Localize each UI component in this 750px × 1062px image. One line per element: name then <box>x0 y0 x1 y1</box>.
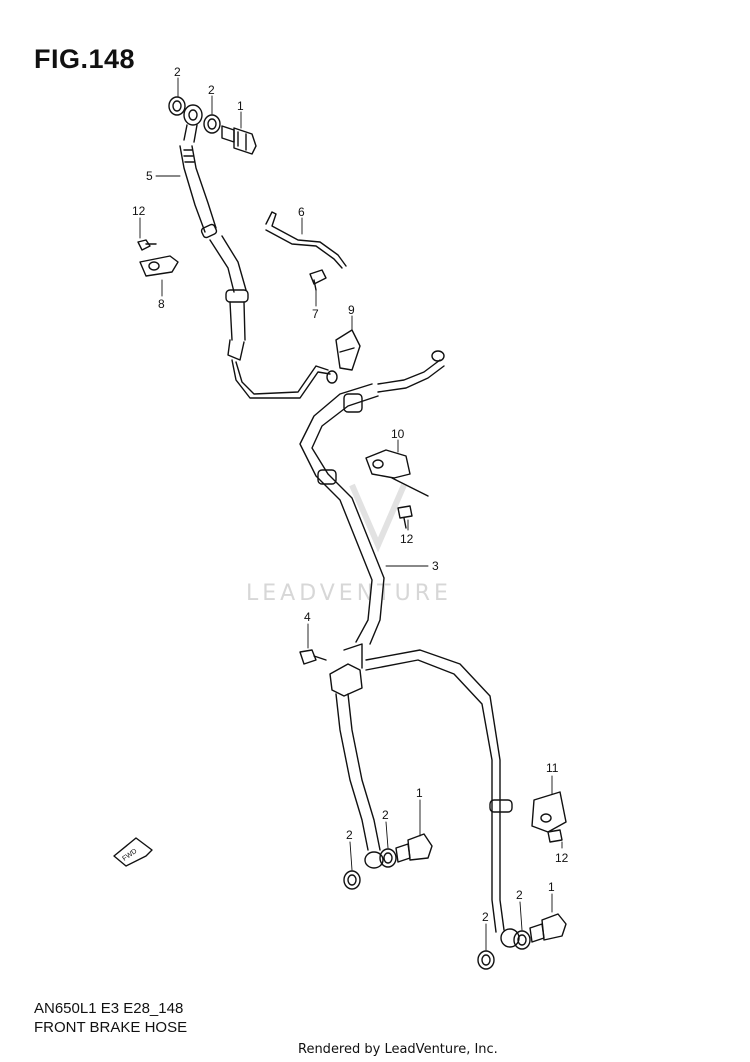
callout-c2b: 2 <box>208 83 215 97</box>
clamp-9 <box>335 329 361 371</box>
callout-leader-lines <box>139 77 563 951</box>
lower-right-banjo-bolt <box>529 913 567 943</box>
brake-hose-lower-right <box>365 649 520 948</box>
diagram-caption: FRONT BRAKE HOSE <box>34 1019 188 1036</box>
callout-c2f: 2 <box>482 910 489 924</box>
watermark-text: LEADVENTURE <box>246 581 452 606</box>
callout-c10: 10 <box>391 427 405 441</box>
bolt-7 <box>309 269 327 291</box>
figure-title: FIG.148 <box>34 44 136 74</box>
callout-c2e: 2 <box>516 888 523 902</box>
clamp-11 <box>531 791 567 833</box>
fwd-arrow-icon <box>113 837 153 867</box>
brake-pipe-upper-right <box>377 350 445 393</box>
watermark-logo <box>349 483 407 553</box>
lower-left-washer-b <box>379 848 397 868</box>
callout-labels: 2 2 1 5 12 8 6 7 9 10 12 3 4 11 12 1 2 2… <box>132 65 569 924</box>
top-banjo-bolt <box>221 125 257 155</box>
top-washer-2 <box>203 114 221 134</box>
callout-c11: 11 <box>546 761 559 775</box>
clamp-8 <box>139 255 179 277</box>
callout-c5: 5 <box>146 169 153 183</box>
top-hose-banjo <box>183 104 203 143</box>
callout-c7: 7 <box>312 307 319 321</box>
callout-c8: 8 <box>158 297 165 311</box>
callout-c9: 9 <box>348 303 355 317</box>
callout-c12a: 12 <box>132 204 146 218</box>
callout-c6: 6 <box>298 205 305 219</box>
callout-c12b: 12 <box>400 532 414 546</box>
callout-c3: 3 <box>432 559 439 573</box>
bolt-4 <box>299 649 327 665</box>
lower-right-washer-a <box>477 950 495 970</box>
bolt-12-lower-right <box>547 829 563 843</box>
lower-right-washer-b <box>513 930 531 950</box>
bolt-12-upper-left <box>137 239 157 251</box>
top-washer-1 <box>168 96 186 116</box>
callout-c12c: 12 <box>555 851 569 865</box>
lower-left-washer-a <box>343 870 361 890</box>
callout-c2c: 2 <box>382 808 389 822</box>
callout-c1c: 1 <box>548 880 555 894</box>
brake-pipe-6 <box>265 211 347 269</box>
three-way-joint <box>329 643 363 697</box>
bolt-12-mid <box>397 505 413 529</box>
callout-c4: 4 <box>304 610 311 624</box>
callout-c2a: 2 <box>174 65 181 79</box>
callout-c1a: 1 <box>237 99 244 113</box>
lower-left-banjo-bolt <box>395 833 433 863</box>
callout-c2d: 2 <box>346 828 353 842</box>
brake-hose-3 <box>299 383 385 645</box>
brake-hose-5 <box>179 145 338 399</box>
model-code: AN650L1 E3 E28_148 <box>34 1000 184 1017</box>
rendered-by-credit: Rendered by LeadVenture, Inc. <box>298 1042 498 1057</box>
brake-hose-lower-left <box>335 693 384 869</box>
clamp-10 <box>365 449 429 497</box>
callout-c1b: 1 <box>416 786 423 800</box>
